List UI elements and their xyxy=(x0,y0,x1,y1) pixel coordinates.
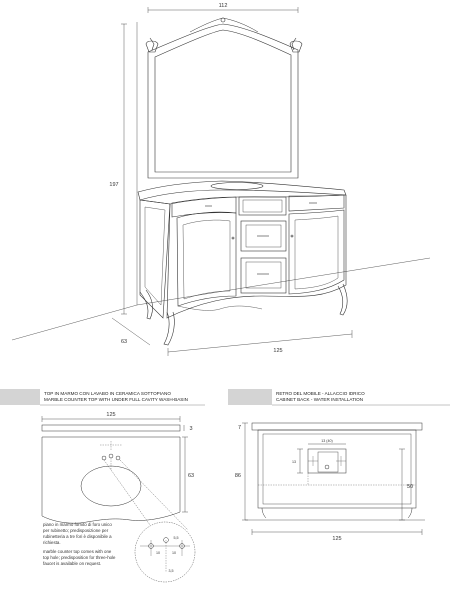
dim-depth-line xyxy=(111,317,151,346)
top-note-it-line-3: rubinetteria a tre fori è disponibile a xyxy=(43,534,112,539)
detail-hole-center xyxy=(163,537,169,543)
floor-line-left xyxy=(11,304,138,341)
left-lamp-icon xyxy=(145,37,159,53)
center-low-drawer-inner xyxy=(245,261,282,289)
back-cabinet-frame xyxy=(257,429,417,509)
top-depth-label: 63 xyxy=(188,473,194,479)
dim-depth-label: 63 xyxy=(121,339,127,345)
center-top-drawer xyxy=(238,196,287,216)
dim-height-label: 197 xyxy=(109,182,118,188)
back-cabinet-inner xyxy=(262,433,412,505)
side-panel-inner xyxy=(144,206,166,306)
top-note-it-line-2: per rubinetto; predisposizione per xyxy=(43,528,109,533)
tap-hole-right xyxy=(115,455,121,461)
main-view xyxy=(11,7,431,356)
top-left-drawer xyxy=(171,196,237,218)
hole-dim-2: 10 xyxy=(172,551,176,555)
top-note-en-line-2: top hole; predisposition for three-hole xyxy=(43,555,116,560)
dim-front-width-label: 125 xyxy=(273,348,282,354)
top-note-it-line-4: richiesta. xyxy=(43,540,61,545)
top-panel-drawing xyxy=(41,416,196,583)
hole-dim-4: 3,5 xyxy=(169,569,174,573)
zoom-detail-circle xyxy=(134,521,196,583)
front-right-leg xyxy=(337,283,348,316)
plan-basin xyxy=(80,465,142,507)
back-panel-grey-tab xyxy=(228,389,272,405)
counter-slab-side-view xyxy=(41,424,181,432)
center-top-drawer-inner xyxy=(242,199,283,213)
back-left-foot xyxy=(261,507,267,519)
hole-dim-3: 5,5 xyxy=(174,536,179,540)
dim-width-label: 112 xyxy=(219,3,228,9)
top-panel-caption-it: TOP IN MARMO CON LAVABO IN CERAMICA SOTT… xyxy=(44,391,171,396)
tap-hole-left xyxy=(101,455,107,461)
left-door-panel xyxy=(182,219,231,300)
top-panel-caption-en: MARBLE COUNTER TOP WITH UNDER FULL CAVIT… xyxy=(44,397,188,402)
top-note-en-line-3: faucet is available on request. xyxy=(43,561,101,566)
top-note-en-line-1: marble counter top comes with one xyxy=(43,549,112,554)
left-door xyxy=(176,211,237,307)
zoom-line-1 xyxy=(103,459,151,526)
right-door-knob xyxy=(290,234,294,238)
center-low-drawer xyxy=(240,257,287,294)
back-box-label: 13 (40) xyxy=(321,439,332,443)
back-height-label: 86 xyxy=(235,473,241,479)
back-panel-drawing xyxy=(242,422,425,535)
top-width-label: 125 xyxy=(106,412,115,418)
skirt-curve xyxy=(177,305,263,311)
back-width-label: 125 xyxy=(332,536,341,542)
back-box-inner-label: 13 xyxy=(292,460,296,464)
cabinet-front xyxy=(166,195,347,319)
right-door xyxy=(288,209,345,295)
top-note-it-line-1: piano in marmo fornito di foro unico xyxy=(43,522,112,527)
tap-hole-center xyxy=(108,453,114,459)
left-door-knob xyxy=(231,236,235,240)
top-panel-header xyxy=(0,389,205,406)
back-inner-label: 50 xyxy=(407,484,413,490)
back-top-label: 7 xyxy=(238,425,241,431)
floor-line-right xyxy=(136,257,431,306)
right-door-panel xyxy=(294,215,339,290)
center-mid-drawer xyxy=(240,220,287,252)
back-panel-caption-en: CABINET BACK - WATER INSTALLATION xyxy=(276,397,363,402)
hole-dim-1: 10 xyxy=(156,551,160,555)
top-thickness-label: 3 xyxy=(189,426,192,432)
mirror-frame-inner xyxy=(154,29,292,173)
back-left-leg xyxy=(139,289,153,320)
water-box-inner xyxy=(317,451,339,473)
back-panel-header xyxy=(228,389,450,406)
mirror-frame-outer xyxy=(147,23,299,179)
back-right-foot xyxy=(407,507,413,519)
mirror-crown-ornament xyxy=(220,17,226,23)
back-top-slab xyxy=(251,422,423,431)
back-panel-caption-it: RETRO DEL MOBILE - ALLACCIO IDRICO xyxy=(276,391,365,396)
top-right-drawer xyxy=(288,194,345,212)
drain-hole xyxy=(324,464,330,470)
center-mid-drawer-inner xyxy=(245,224,282,248)
counter-plan-outline xyxy=(41,436,181,524)
front-left-leg xyxy=(163,311,175,346)
right-lamp-icon xyxy=(289,37,303,53)
dim-front-width-line xyxy=(167,333,353,353)
top-panel-grey-tab xyxy=(0,389,40,405)
zoom-line-2 xyxy=(119,459,189,531)
basin-outline xyxy=(210,182,264,190)
cabinet-side xyxy=(139,199,171,319)
